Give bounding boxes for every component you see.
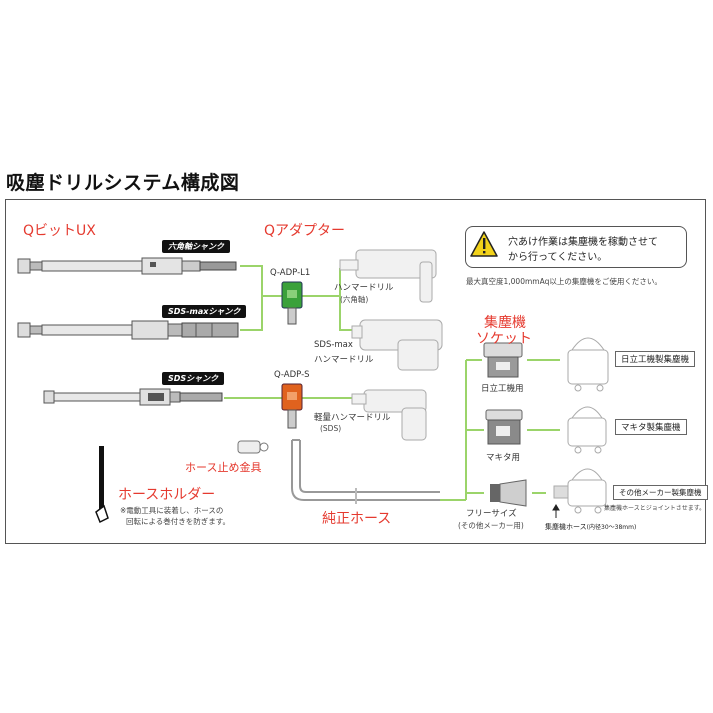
tag-sds-shank: SDSシャンク [162,372,225,385]
socket-free-label-2: (その他メーカー用) [458,521,524,530]
drill-hex-label-2: (六角軸) [340,295,369,304]
socket-free-graphic [490,479,527,507]
section-socket-label-2: ソケット [476,331,532,347]
tag-hex-shank: 六角軸シャンク [162,240,230,253]
collector-makita-graphic [567,406,607,454]
drill-hex-label-1: ハンマードリル [334,283,394,293]
collector-hitachi-label: 日立工機製集塵機 [615,351,696,367]
collector-other-label: その他メーカー製集塵機 [613,485,708,500]
collector-makita-label: マキタ製集塵機 [615,419,687,435]
collector-other-note: 集塵機ホースとジョイントさせます。 [604,505,706,512]
drill-sdsmax-label-2: ハンマードリル [314,355,374,365]
socket-free-label-1: フリーサイズ [466,509,517,519]
drill-sdsmax-label-1: SDS-max [314,340,353,350]
warning-box [465,226,687,268]
arrow-up-icon [552,504,560,518]
section-adapter-label: Qアダプター [264,223,346,239]
drill-light-label-2: (SDS) [320,424,342,433]
diagram-frame [5,199,706,544]
hose-stopper-graphic [237,440,269,454]
connector-lines [224,265,560,501]
bit-hex-shank [17,257,237,275]
adapter-l1-label: Q-ADP-L1 [270,268,311,278]
genuine-hose-graphic [291,439,440,504]
drill-light-label-1: 軽量ハンマードリル [314,413,391,423]
collector-hose-text: 集塵機ホース [545,523,587,531]
socket-makita-graphic [485,409,523,445]
drill-light-graphic [351,389,427,441]
hose-holder-graphic [95,446,109,524]
bit-sds-shank [43,388,223,406]
drill-hex-graphic [339,249,437,303]
bit-sdsmax-shank [17,320,239,340]
adapter-s-graphic [281,383,303,429]
section-socket-label-1: 集塵機 [484,315,526,331]
collector-hose-label: 集塵機ホース(内径30〜38mm) [545,522,636,532]
hose-holder-label: ホースホルダー [118,487,216,503]
genuine-hose-label: 純正ホース [322,511,392,527]
hose-holder-note-1: ※電動工具に装着し、ホースの [120,506,224,515]
socket-hitachi-graphic [483,342,523,378]
adapter-l1-graphic [281,281,303,325]
warning-note: 最大真空度1,000mmAq以上の集塵機をご使用ください。 [466,277,662,286]
section-bit-label: QビットUX [23,223,96,239]
collector-hitachi-graphic [567,337,609,392]
tag-sdsmax-shank: SDS-maxシャンク [162,305,247,318]
page-title: 吸塵ドリルシステム構成図 [6,172,240,194]
collector-other-graphic [553,468,607,514]
socket-makita-label: マキタ用 [486,453,521,463]
hose-holder-note-2: 回転による巻付きを防ぎます。 [126,517,231,526]
warning-line-2: から行ってください。 [508,252,608,263]
adapter-s-label: Q-ADP-S [274,370,310,380]
hose-stopper-label: ホース止め金具 [185,461,262,474]
warning-line-1: 穴あけ作業は集塵機を稼動させて [508,237,658,248]
collector-hose-spec: (内径30〜38mm) [586,524,637,531]
drill-sdsmax-graphic [351,319,443,371]
socket-hitachi-label: 日立工機用 [481,384,524,394]
